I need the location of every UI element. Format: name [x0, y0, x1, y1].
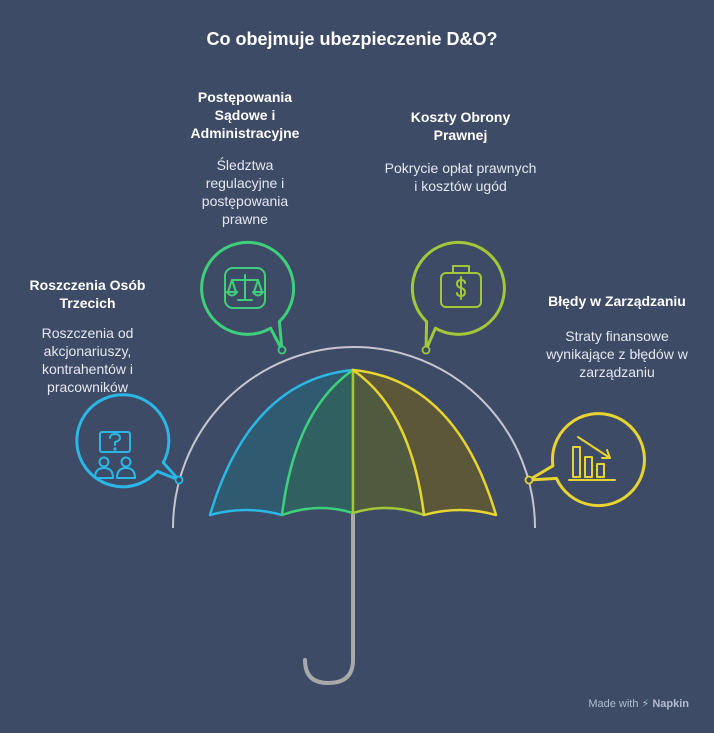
section-heading-court-proceedings: Postępowania Sądowe i Administracyjne [190, 89, 300, 141]
management-errors-badge [524, 412, 646, 508]
umbrella-canopy [208, 368, 498, 517]
legal-costs-badge [410, 240, 506, 355]
section-heading-third-party-claims: Roszczenia Osób Trzecich [29, 277, 146, 311]
section-heading-legal-costs: Koszty Obrony Prawnej [410, 109, 511, 143]
declining-chart-icon [568, 436, 616, 481]
section-description-third-party-claims: Roszczenia od akcjonariuszy, kontrahentó… [41, 325, 134, 395]
people-question-icon [94, 431, 136, 479]
money-briefcase-icon [440, 265, 482, 308]
court-proceedings-badge [200, 240, 296, 355]
umbrella-handle [303, 513, 355, 686]
napkin-logo-icon: ⚡ [641, 698, 650, 710]
section-heading-management-errors: Błędy w Zarządzaniu [548, 293, 686, 309]
napkin-brand-text: Napkin [652, 698, 689, 710]
napkin-watermark: Made with ⚡ Napkin [588, 697, 689, 710]
scales-icon [224, 267, 266, 309]
section-description-court-proceedings: Śledztwa regulacyjne i postępowania praw… [201, 157, 289, 227]
section-description-management-errors: Straty finansowe wynikające z błędów w z… [546, 328, 688, 380]
umbrella-arc [172, 346, 536, 529]
made-with-text: Made with [588, 698, 639, 710]
page-title: Co obejmuje ubezpieczenie D&O? [206, 29, 498, 49]
section-description-legal-costs: Pokrycie opłat prawnych i kosztów ugód [384, 160, 537, 194]
third-party-claims-badge [75, 393, 184, 489]
